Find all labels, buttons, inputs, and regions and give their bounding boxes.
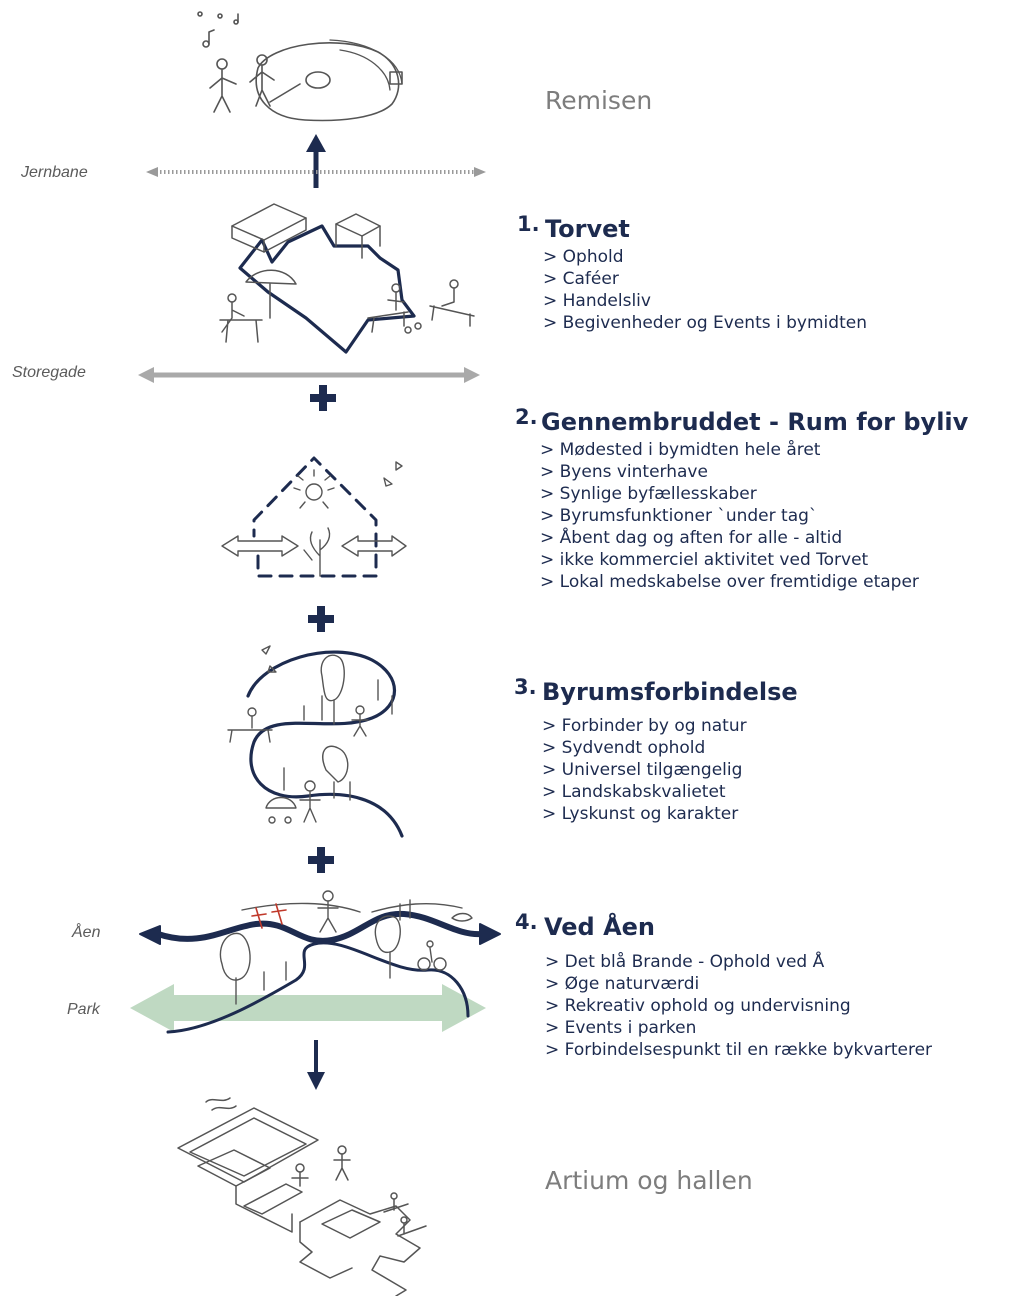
section-item-list: > Forbinder by og natur > Sydvendt ophol… — [542, 715, 747, 825]
list-item: > ikke kommerciel aktivitet ved Torvet — [540, 550, 869, 570]
plus-icon — [310, 385, 336, 411]
axis-label-storegade: Storegade — [12, 364, 86, 381]
section-number: 1. — [517, 212, 540, 236]
plus-icon — [308, 847, 334, 873]
axis-label-park: Park — [67, 1001, 100, 1018]
section-title: Torvet — [545, 215, 630, 243]
list-item: > Sydvendt ophold — [542, 738, 706, 758]
list-item: > Synlige byfællesskaber — [540, 484, 757, 504]
section-number: 2. — [515, 405, 538, 429]
artium-illustration — [177, 1097, 427, 1296]
axis-label-aaen: Åen — [72, 924, 101, 941]
torvet-illustration — [219, 203, 475, 354]
gennembruddet-illustration — [221, 456, 407, 578]
list-item: > Events i parken — [545, 1018, 697, 1038]
section-gennembruddet: 2. Gennembruddet - Rum for byliv > Mødes… — [515, 405, 1005, 595]
axis-label-jernbane: Jernbane — [21, 164, 88, 181]
section-title: Ved Åen — [544, 913, 656, 941]
section-ved-aaen: 4. Ved Åen > Det blå Brande - Ophold ved… — [515, 910, 1005, 1070]
plus-icon — [308, 606, 334, 632]
aaen-illustration — [139, 890, 501, 1034]
arrow-up-to-remisen — [306, 134, 326, 188]
list-item: > Begivenheder og Events i bymidten — [543, 313, 867, 333]
list-item: > Forbindelsespunkt til en række bykvart… — [545, 1040, 933, 1060]
list-item: > Caféer — [543, 269, 619, 289]
section-title: Byrumsforbindelse — [542, 678, 798, 706]
list-item: > Ophold — [543, 247, 624, 267]
section-item-list: > Mødested i bymidten hele året > Byens … — [540, 439, 919, 593]
list-item: > Byens vinterhave — [540, 462, 708, 482]
end-title-artium: Artium og hallen — [545, 1166, 753, 1195]
list-item: > Landskabskvalietet — [542, 782, 726, 802]
list-item: > Mødested i bymidten hele året — [540, 440, 821, 460]
end-title-remisen: Remisen — [545, 86, 653, 115]
remisen-illustration — [197, 11, 403, 122]
section-number: 4. — [515, 910, 538, 934]
list-item: > Rekreativ ophold og undervisning — [545, 996, 851, 1016]
jernbane-arrow — [146, 167, 486, 177]
arrow-down-to-artium — [307, 1040, 325, 1090]
section-title: Gennembruddet - Rum for byliv — [541, 408, 969, 436]
section-item-list: > Det blå Brande - Ophold ved Å > Øge na… — [545, 951, 932, 1061]
list-item: > Byrumsfunktioner `under tag` — [540, 506, 818, 526]
list-item: > Forbinder by og natur — [542, 716, 747, 736]
section-byrumsforbindelse: 3. Byrumsforbindelse > Forbinder by og n… — [514, 675, 984, 835]
list-item: > Handelsliv — [543, 291, 651, 311]
list-item: > Lokal medskabelse over fremtidige etap… — [540, 572, 919, 592]
list-item: > Åbent dag og aften for alle - altid — [540, 528, 843, 548]
section-torvet: 1. Torvet > Ophold > Caféer > Handelsliv… — [517, 212, 987, 342]
storegade-arrow — [138, 367, 480, 383]
list-item: > Universel tilgængelig — [542, 760, 743, 780]
section-number: 3. — [514, 675, 537, 699]
list-item: > Øge naturværdi — [545, 974, 700, 994]
park-arrow — [130, 984, 486, 1032]
list-item: > Det blå Brande - Ophold ved Å — [545, 952, 825, 972]
list-item: > Lyskunst og karakter — [542, 804, 739, 824]
section-item-list: > Ophold > Caféer > Handelsliv > Begiven… — [543, 246, 867, 334]
byrumsforbindelse-illustration — [227, 645, 404, 838]
